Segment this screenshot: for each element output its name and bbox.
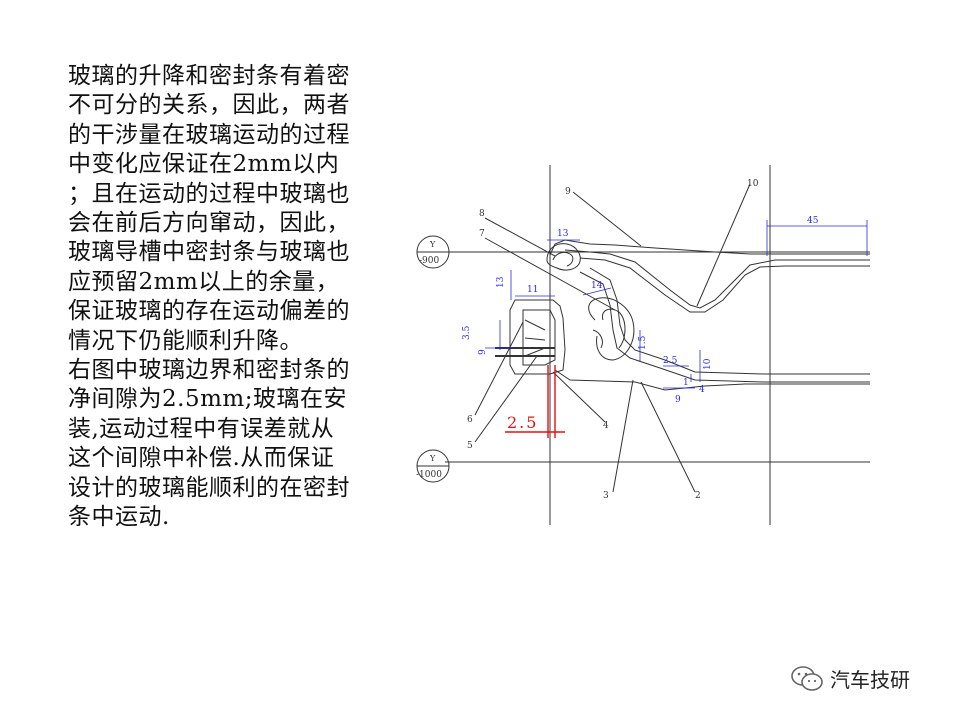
text-line: 净间隙为2.5mm;玻璃在安 (68, 386, 347, 413)
leader-line (572, 191, 642, 247)
dimension-label: 13 (557, 229, 569, 239)
body-panel-step2 (579, 271, 870, 383)
body-panel-inner2 (579, 257, 870, 313)
text-line: 的干涉量在玻璃运动的过程 (68, 121, 350, 148)
dimension-label: 4 (699, 385, 705, 395)
datum-value-label: -900 (419, 256, 439, 266)
dimension-label: 3.5 (462, 325, 472, 340)
body-panel-inner (564, 249, 870, 309)
leader-line (484, 237, 616, 311)
callout-label: 6 (467, 415, 473, 425)
leader-line (484, 217, 556, 257)
text-line: 装,运动过程中有误差就从 (68, 415, 335, 442)
callout-label: 10 (747, 179, 759, 189)
text-line: 保证玻璃的存在运动偏差的 (68, 298, 350, 325)
text-line: 设计的玻璃能顺利的在密封 (68, 474, 350, 501)
top-seal-inner (552, 251, 574, 267)
lip-seal-curl (592, 329, 603, 349)
text-line: 情况下仍能顺利升降。 (68, 327, 303, 354)
callout-label: 3 (603, 491, 609, 501)
dimension-label: 13 (496, 276, 506, 288)
datum-value-label: -1000 (416, 470, 442, 480)
text-line: 应预留2mm以上的余量， (68, 268, 340, 295)
watermark: 汽车技研 (790, 664, 910, 693)
text-line: 玻璃导槽中密封条与玻璃也 (68, 239, 350, 266)
callout-label: 8 (479, 209, 485, 219)
text-line: 会在前后方向窜动，因此， (68, 210, 350, 237)
leader-line (474, 355, 538, 443)
watermark-text: 汽车技研 (830, 668, 910, 692)
datum-axis-label: Y (429, 454, 436, 463)
dim-line (582, 287, 612, 296)
dimension-label: 1.5 (638, 335, 648, 350)
dimension-label: 14 (591, 281, 603, 291)
seal-section-drawing: Y -900 Y -1000 9 10 8 7 6 5 4 3 2 45 13 … (416, 165, 870, 525)
dimension-label: 9 (478, 349, 488, 355)
dimension-label: 2.5 (663, 356, 678, 366)
datum-axis-label: Y (429, 240, 436, 249)
bottom-rail (554, 369, 870, 391)
callout-label: 4 (603, 421, 609, 431)
text-line: 这个间隙中补偿.从而保证 (68, 445, 335, 472)
leader-line (640, 381, 696, 493)
callout-label: 9 (565, 187, 571, 197)
leader-line (474, 321, 524, 416)
text-line: 右图中玻璃边界和密封条的 (68, 357, 350, 384)
body-panel-step (589, 267, 870, 375)
body-panel-outer (549, 239, 870, 256)
leader-line (612, 379, 634, 493)
text-line: 中变化应保证在2mm以内 (68, 151, 340, 178)
callout-label: 7 (479, 229, 485, 239)
wechat-icon (791, 665, 823, 691)
glass-run-inner (522, 309, 556, 366)
body-text: 玻璃的升降和密封条有着密 不可分的关系，因此，两者 的干涉量在玻璃运动的过程 中… (68, 62, 398, 533)
top-seal (546, 243, 581, 271)
dimension-label: 11 (527, 285, 538, 295)
text-line: ；且在运动的过程中玻璃也 (68, 180, 350, 207)
dimension-label: 45 (807, 216, 819, 226)
glass-run-lip (524, 319, 546, 357)
text-line: 不可分的关系，因此，两者 (68, 92, 350, 119)
glass-run-channel (509, 299, 566, 375)
callout-label: 2 (695, 491, 701, 501)
dimension-label: 10 (703, 358, 713, 370)
leader-line (552, 371, 606, 423)
text-line: 玻璃的升降和密封条有着密 (68, 63, 350, 89)
lip-seal-inner (601, 308, 626, 349)
lip-seal (588, 297, 635, 361)
dimension-label: 1 (683, 378, 689, 388)
text-line: 条中运动. (68, 504, 170, 531)
callout-label: 5 (467, 441, 473, 451)
dimension-label: 9 (675, 395, 681, 405)
leader-line (696, 183, 751, 307)
clearance-label: 2.5 (507, 413, 538, 432)
